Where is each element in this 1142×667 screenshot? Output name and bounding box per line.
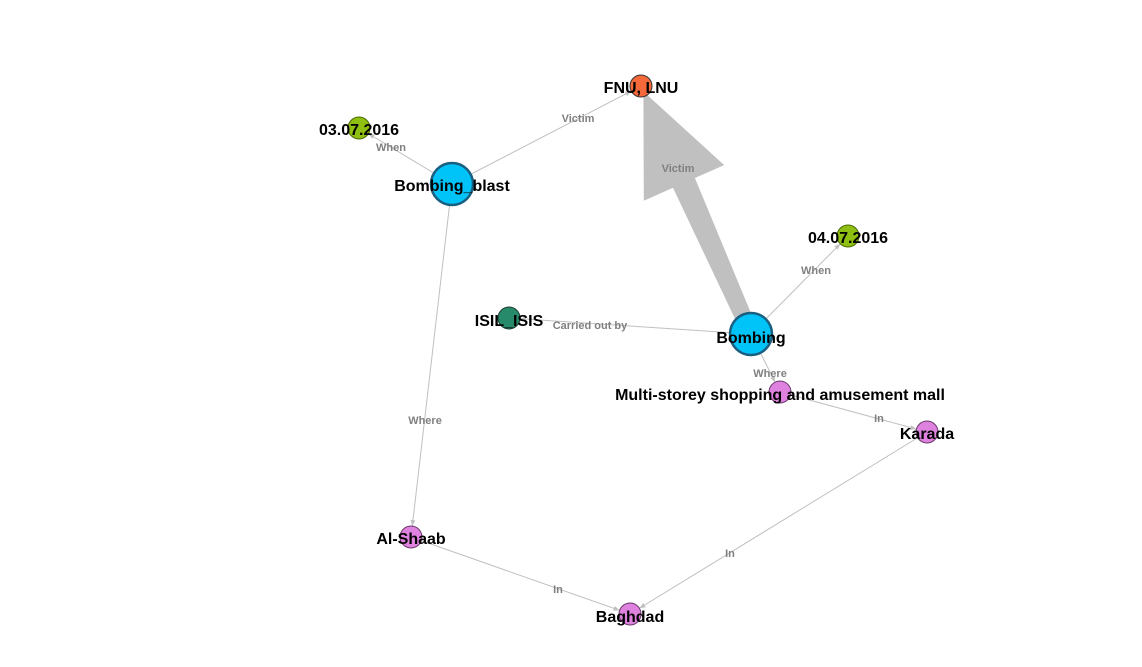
edge-bombing-to-isil-label: Carried out by	[553, 320, 628, 332]
node-bombing-blast[interactable]	[429, 161, 475, 207]
edges-layer	[358, 85, 928, 615]
node-al-shaab-label: Al-Shaab	[376, 531, 446, 548]
edge-al-shaab-to-baghdad-arrowhead	[613, 606, 620, 611]
edge-bombing-to-fnu-lnu-label: Victim	[662, 163, 695, 175]
edge-bombing-to-date-2	[750, 235, 849, 335]
node-date-1-label: 03.07.2016	[319, 122, 399, 139]
nodes-layer	[347, 74, 939, 626]
edge-bombing-blast-to-al-shaab-label: Where	[408, 415, 442, 427]
edge-bombing-to-mall-arrowhead	[770, 375, 776, 383]
node-bombing[interactable]	[728, 311, 774, 357]
edge-bombing-to-date-2-arrowhead	[834, 243, 841, 250]
edge-al-shaab-to-baghdad-label: In	[553, 584, 563, 596]
edge-karada-to-baghdad	[629, 431, 928, 615]
edge-bombing-to-date-2-label: When	[801, 265, 831, 277]
edge-bombing-blast-to-fnu-lnu-label: Victim	[562, 113, 595, 125]
edge-bombing-blast-to-fnu-lnu	[451, 85, 642, 185]
node-karada[interactable]	[915, 420, 939, 444]
edge-bombing-to-mall-label: Where	[753, 368, 787, 380]
node-date-1[interactable]	[347, 116, 371, 140]
edge-mall-to-karada-arrowhead	[909, 425, 917, 430]
node-baghdad[interactable]	[618, 602, 642, 626]
edge-bombing-to-isil	[508, 317, 752, 335]
node-date-2[interactable]	[836, 224, 860, 248]
edge-bombing-blast-to-al-shaab	[410, 183, 453, 538]
edge-mall-to-karada-label: In	[874, 413, 884, 425]
edge-bombing-blast-to-fnu-lnu-arrowhead	[624, 91, 632, 96]
node-isil-label: ISIL_ISIS	[475, 313, 544, 330]
edge-bombing-blast-to-al-shaab-arrowhead	[410, 519, 416, 527]
node-bombing-blast-label: Bombing_blast	[394, 178, 510, 195]
edge-bombing-blast-to-date-1-label: When	[376, 142, 406, 154]
edge-bombing-blast-to-date-1-arrowhead	[368, 133, 375, 139]
node-mall[interactable]	[768, 380, 792, 404]
node-date-2-label: 04.07.2016	[808, 230, 888, 247]
node-fnu-lnu-label: FNU, LNU	[604, 80, 679, 97]
node-bombing-label: Bombing	[716, 330, 785, 347]
node-isil[interactable]	[497, 306, 521, 330]
edge-mall-to-karada	[779, 391, 928, 433]
edge-karada-to-baghdad-arrowhead	[639, 603, 646, 609]
node-baghdad-label: Baghdad	[596, 609, 664, 626]
node-fnu-lnu[interactable]	[629, 74, 653, 98]
edge-karada-to-baghdad-label: In	[725, 548, 735, 560]
edge-bombing-to-isil-arrowhead	[520, 316, 527, 322]
node-mall-label: Multi-storey shopping and amusement mall	[615, 387, 945, 404]
node-al-shaab[interactable]	[399, 525, 423, 549]
node-karada-label: Karada	[900, 426, 954, 443]
edge-bombing-to-fnu-lnu	[643, 91, 759, 338]
edge-al-shaab-to-baghdad	[410, 536, 631, 615]
